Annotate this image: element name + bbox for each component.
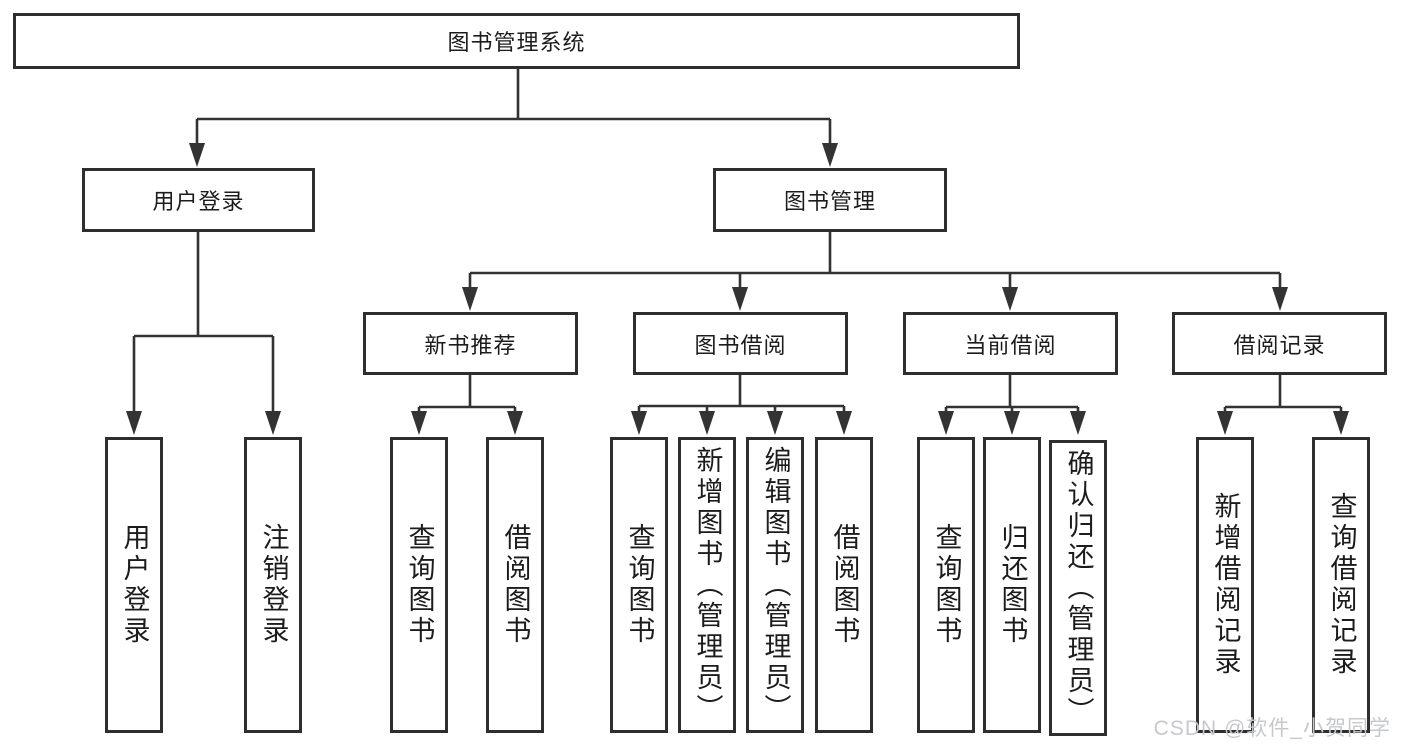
leaf-newbooks-borrow: 借阅图书 xyxy=(486,437,544,733)
leaf-current-confirm-return-admin: 确认归还（管理员） xyxy=(1049,440,1107,736)
leaf-label: 用户登录 xyxy=(119,523,150,647)
node-book-management: 图书管理 xyxy=(713,168,947,232)
leaf-label: 新增图书（管理员） xyxy=(692,445,723,725)
leaf-label: 查询借阅记录 xyxy=(1326,492,1357,678)
leaf-borrow-borrow: 借阅图书 xyxy=(815,437,873,733)
node-label: 图书管理系统 xyxy=(447,30,586,55)
leaf-label: 新增借阅记录 xyxy=(1210,492,1241,678)
leaf-records-add: 新增借阅记录 xyxy=(1196,437,1254,733)
leaf-label: 借阅图书 xyxy=(829,523,860,647)
node-system-root: 图书管理系统 xyxy=(13,13,1020,69)
node-current-borrow: 当前借阅 xyxy=(903,312,1118,375)
leaf-borrow-edit-admin: 编辑图书（管理员） xyxy=(746,437,804,733)
leaf-newbooks-query: 查询图书 xyxy=(390,437,448,733)
leaf-label: 借阅图书 xyxy=(500,523,531,647)
leaf-label: 查询图书 xyxy=(624,523,655,647)
node-label: 用户登录 xyxy=(152,189,245,214)
leaf-label: 确认归还（管理员） xyxy=(1063,448,1094,728)
node-user-login: 用户登录 xyxy=(82,168,315,232)
leaf-label: 注销登录 xyxy=(258,523,289,647)
node-label: 新书推荐 xyxy=(424,332,517,358)
leaf-borrow-query: 查询图书 xyxy=(610,437,668,733)
leaf-current-return: 归还图书 xyxy=(983,437,1041,733)
node-new-book-recommend: 新书推荐 xyxy=(363,312,578,375)
leaf-login-logout: 注销登录 xyxy=(244,437,302,733)
leaf-borrow-add-admin: 新增图书（管理员） xyxy=(678,437,736,733)
node-label: 图书借阅 xyxy=(694,332,787,358)
node-label: 借阅记录 xyxy=(1233,332,1326,358)
leaf-label: 归还图书 xyxy=(997,523,1028,647)
node-borrow-records: 借阅记录 xyxy=(1172,312,1387,375)
leaf-current-query: 查询图书 xyxy=(917,437,975,733)
leaf-login-user-login: 用户登录 xyxy=(105,437,163,733)
leaf-label: 查询图书 xyxy=(404,523,435,647)
leaf-label: 查询图书 xyxy=(931,523,962,647)
csdn-watermark: CSDN @软件_小贺同学 xyxy=(1153,717,1391,740)
leaf-label: 编辑图书（管理员） xyxy=(760,445,791,725)
node-label: 当前借阅 xyxy=(964,332,1057,358)
node-label: 图书管理 xyxy=(783,189,876,214)
leaf-records-query: 查询借阅记录 xyxy=(1312,437,1370,733)
node-book-borrow: 图书借阅 xyxy=(633,312,848,375)
